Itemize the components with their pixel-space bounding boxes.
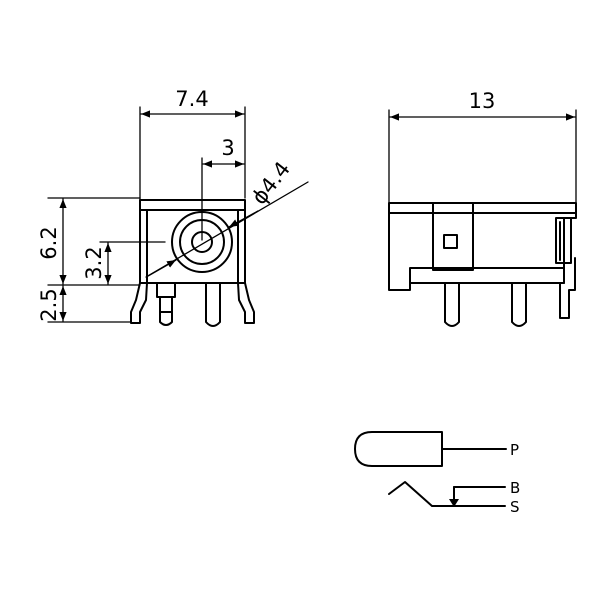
side-view: 13 [388,89,577,327]
width-dimension-label: 7.4 [175,87,208,111]
mount-leg-right [237,282,255,324]
side-pin-1 [444,282,460,327]
pin-b-label: B [510,479,520,497]
length-dimension-label: 13 [469,89,496,113]
pin-dimension-label: 2.5 [37,288,61,321]
side-body [388,202,577,291]
diameter-label: ϕ4.4 [247,157,295,209]
end-piece [555,217,572,264]
diameter-arrow [228,210,259,228]
pin-p-label: P [510,441,519,459]
side-pin-2 [511,282,527,327]
offset-dimension-label: 3 [221,136,234,160]
pin-right [205,282,221,327]
end-leg [559,257,576,319]
mount-leg-left [130,282,148,324]
plug-symbol [354,431,443,467]
center-height-dimension-label: 3.2 [82,246,106,279]
pin-schematic: P S B [354,431,520,516]
diameter-arrow [147,259,177,277]
break-contact-arrow [449,499,459,507]
contact-block [432,202,474,271]
base-rail [409,267,565,284]
pin-left [159,296,173,326]
front-view: 7.4 3 ϕ4.4 6.2 2.5 3.2 [37,87,309,327]
contact-window [443,234,458,249]
jack-outer-ring [171,211,233,273]
center-block [156,282,176,298]
height-dimension-label: 6.2 [37,226,61,259]
pin-s-label: S [510,498,520,516]
jack-inner-ring [179,219,225,265]
sleeve-contact-line [388,481,506,507]
jack-hole [191,231,213,253]
